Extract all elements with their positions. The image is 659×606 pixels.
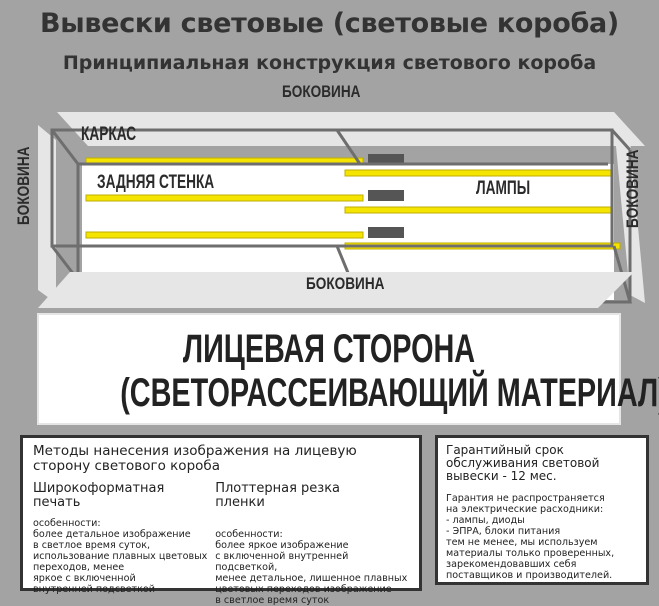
page-title: Вывески световые (световые короба) bbox=[40, 8, 619, 39]
method-cut-title: Плоттерная резка пленки bbox=[215, 481, 341, 510]
text-line: - лампы, диоды bbox=[446, 515, 525, 526]
label-top-side: БОКОВИНА bbox=[282, 82, 361, 101]
method-cut-text: особенности: более яркое изображение с в… bbox=[215, 529, 409, 606]
method-cut: Плоттерная резка пленки особенности: бол… bbox=[215, 474, 409, 606]
method-print-text: особенности: более детальное изображение… bbox=[33, 518, 215, 595]
text-line: переходов, менее bbox=[33, 562, 125, 573]
methods-heading: Методы нанесения изображения на лицевую … bbox=[33, 443, 357, 474]
ballast bbox=[368, 190, 404, 201]
text-line: цветовых переходов изображение bbox=[215, 584, 392, 595]
text-line: более яркое изображение bbox=[215, 540, 349, 551]
text-line: особенности: bbox=[33, 518, 101, 529]
ballast bbox=[368, 154, 404, 165]
text-line: в светлое время суток, bbox=[33, 540, 151, 551]
text-line: менее детальное, лишенное плавных bbox=[215, 573, 408, 584]
warranty-text: Гарантия не распространяется на электрич… bbox=[446, 493, 638, 581]
label-lamps: ЛАМПЫ bbox=[476, 178, 531, 199]
methods-box: Методы нанесения изображения на лицевую … bbox=[20, 435, 422, 606]
text-line: тем не менее, мы используем bbox=[446, 537, 598, 548]
text-line: внутренней подсветкой bbox=[33, 584, 156, 595]
text-line: яркое с включенной bbox=[33, 573, 136, 584]
lamp bbox=[85, 194, 364, 202]
label-back-wall: ЗАДНЯЯ СТЕНКА bbox=[97, 172, 215, 193]
text-line: более детальное изображение bbox=[33, 529, 191, 540]
text-line: на электрические расходники: bbox=[446, 504, 604, 515]
label-right-side: БОКОВИНА bbox=[623, 149, 642, 228]
text-line: с включенной внутренней подсветкой, bbox=[215, 551, 349, 573]
face-line-1: ЛИЦЕВАЯ СТОРОНА bbox=[182, 327, 476, 371]
lamp bbox=[85, 231, 364, 239]
label-bottom-side: БОКОВИНА bbox=[306, 274, 385, 293]
text-line: в светлое время суток bbox=[215, 595, 330, 606]
text-line: материалы только проверенных, bbox=[446, 548, 615, 559]
text-line: использование плавных цветовых bbox=[33, 551, 208, 562]
text-line: Гарантия не распространяется bbox=[446, 493, 605, 504]
front-face-panel: ЛИЦЕВАЯ СТОРОНА (СВЕТОРАССЕИВАЮЩИЙ МАТЕР… bbox=[37, 313, 659, 425]
method-print: Широкоформатная печать особенности: боле… bbox=[33, 474, 215, 606]
text-line: - ЭПРА, блоки питания bbox=[446, 526, 561, 537]
page-subtitle: Принципиальная конструкция светового кор… bbox=[62, 52, 597, 74]
warranty-box: Гарантийный срок обслуживания световой в… bbox=[435, 435, 649, 585]
warranty-heading: Гарантийный срок обслуживания световой в… bbox=[446, 443, 600, 483]
ballast bbox=[368, 227, 404, 238]
text-line: поставщиков и производителей. bbox=[446, 570, 613, 581]
label-frame: КАРКАС bbox=[81, 124, 137, 145]
text-line: зарекомендовавших себя bbox=[446, 559, 577, 570]
face-line-2: (СВЕТОРАССЕИВАЮЩИЙ МАТЕРИАЛ) bbox=[120, 371, 659, 415]
method-print-title: Широкоформатная печать bbox=[33, 481, 165, 510]
lamp bbox=[344, 169, 614, 177]
label-left-side: БОКОВИНА bbox=[14, 146, 33, 225]
bottom-side-panel bbox=[38, 272, 634, 308]
text-line: особенности: bbox=[215, 529, 283, 540]
lamp bbox=[344, 206, 614, 214]
